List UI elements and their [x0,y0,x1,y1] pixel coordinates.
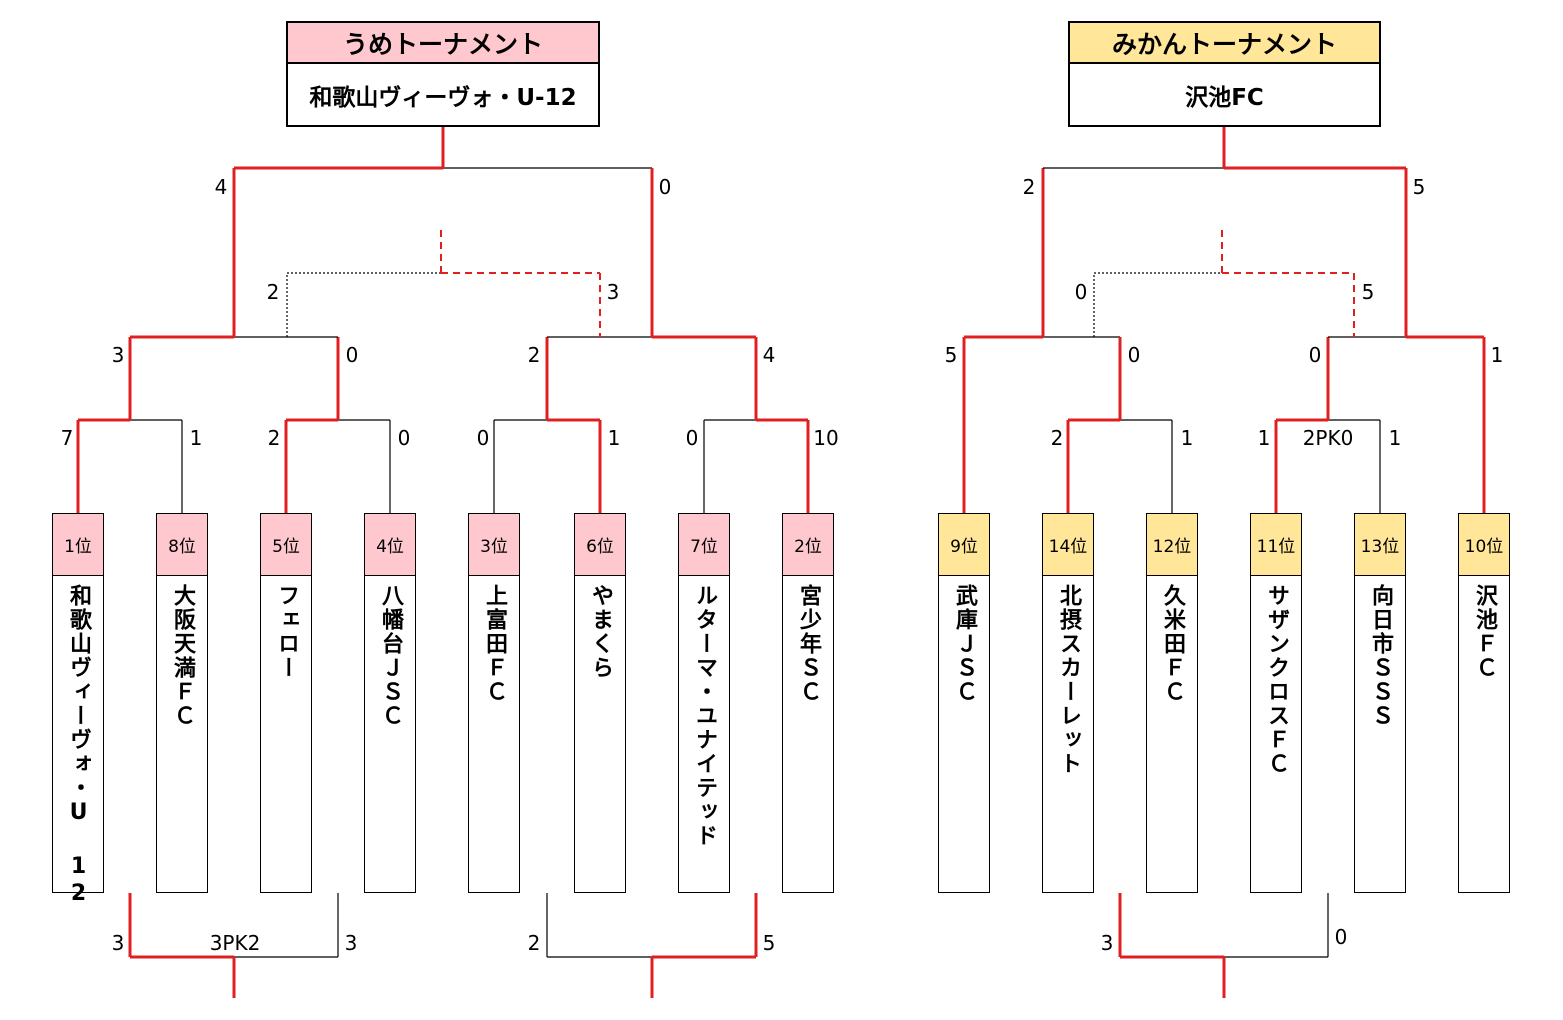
ume-tournament-title: うめトーナメント [288,23,598,64]
score-label: 3 [1100,931,1114,955]
ume-team-card: 3位 上富田ＦＣ [468,513,520,893]
score-label: 5 [1412,175,1426,199]
team-rank: 10位 [1459,514,1509,576]
mikan-team-card: 11位 サザンクロスＦＣ [1250,513,1302,893]
team-rank: 11位 [1251,514,1301,576]
ume-team-card: 7位 ルターマ・ユナイテッド [678,513,730,893]
team-name: フェロー [274,584,299,680]
team-name: 武庫ＪＳＣ [952,584,977,704]
ume-team-card: 1位 和歌山ヴィーヴォ・U 12 [52,513,104,908]
team-name: 八幡台ＪＳＣ [378,584,403,728]
team-name: 上富田ＦＣ [482,584,507,704]
team-name: 北摂スカーレット [1056,584,1081,776]
pk-score-label: 3PK2 [209,931,261,955]
team-rank: 8位 [157,514,207,576]
ume-champion: 和歌山ヴィーヴォ・U-12 [309,84,577,111]
score-label: 1 [607,426,621,450]
score-label: 1 [1257,426,1271,450]
score-label: 0 [1074,280,1088,304]
score-label: 1 [1388,426,1402,450]
score-label: 4 [762,343,776,367]
mikan-team-card: 10位 沢池ＦＣ [1458,513,1510,893]
team-rank: 12位 [1147,514,1197,576]
mikan-title-box: みかんトーナメント 沢池FC [1068,21,1381,127]
team-name: 向日市ＳＳＳ [1368,584,1393,728]
score-label: 0 [685,426,699,450]
team-rank: 1位 [53,514,103,576]
score-label: 3 [344,931,358,955]
score-label: 0 [1308,343,1322,367]
score-label: 1 [1180,426,1194,450]
score-label: 7 [60,426,74,450]
ume-team-card: 5位 フェロー [260,513,312,893]
ume-team-card: 6位 やまくら [574,513,626,893]
score-label: 0 [1334,925,1348,949]
team-rank: 5位 [261,514,311,576]
score-label: 5 [1361,280,1375,304]
score-label: 3 [606,280,620,304]
team-name: サザンクロスＦＣ [1264,584,1289,776]
score-label: 1 [189,426,203,450]
team-rank: 6位 [575,514,625,576]
score-label: 10 [813,426,839,450]
score-label: 2 [1050,426,1064,450]
mikan-team-card: 9位 武庫ＪＳＣ [938,513,990,893]
score-label: 2 [267,426,281,450]
score-label: 0 [476,426,490,450]
ume-team-card: 4位 八幡台ＪＳＣ [364,513,416,893]
score-label: 0 [345,343,359,367]
score-label: 5 [762,931,776,955]
team-rank: 2位 [783,514,833,576]
score-label: 2 [527,931,541,955]
team-name: やまくら [588,584,613,680]
ume-team-card: 2位 宮少年ＳＣ [782,513,834,893]
team-name: 和歌山ヴィーヴォ・U 12 [66,584,91,908]
score-label: 4 [214,175,228,199]
mikan-team-card: 14位 北摂スカーレット [1042,513,1094,893]
team-name: 沢池ＦＣ [1472,584,1497,680]
score-label: 1 [1490,343,1504,367]
score-label: 2 [266,280,280,304]
score-label: 3 [111,931,125,955]
team-rank: 13位 [1355,514,1405,576]
team-name: 大阪天満ＦＣ [170,584,195,728]
score-label: 0 [658,175,672,199]
team-rank: 3位 [469,514,519,576]
score-label: 0 [397,426,411,450]
team-name: 久米田ＦＣ [1160,584,1185,704]
ume-team-card: 8位 大阪天満ＦＣ [156,513,208,893]
mikan-team-card: 12位 久米田ＦＣ [1146,513,1198,893]
mikan-tournament-title: みかんトーナメント [1070,23,1379,64]
pk-score-label: 2PK0 [1302,426,1354,450]
team-name: ルターマ・ユナイテッド [692,584,717,848]
mikan-team-card: 13位 向日市ＳＳＳ [1354,513,1406,893]
team-rank: 9位 [939,514,989,576]
team-rank: 4位 [365,514,415,576]
score-label: 5 [944,343,958,367]
score-label: 0 [1127,343,1141,367]
score-label: 3 [111,343,125,367]
score-label: 2 [527,343,541,367]
score-label: 2 [1022,175,1036,199]
ume-title-box: うめトーナメント 和歌山ヴィーヴォ・U-12 [286,21,600,127]
team-rank: 7位 [679,514,729,576]
mikan-champion: 沢池FC [1185,84,1264,111]
team-name: 宮少年ＳＣ [796,584,821,704]
team-rank: 14位 [1043,514,1093,576]
